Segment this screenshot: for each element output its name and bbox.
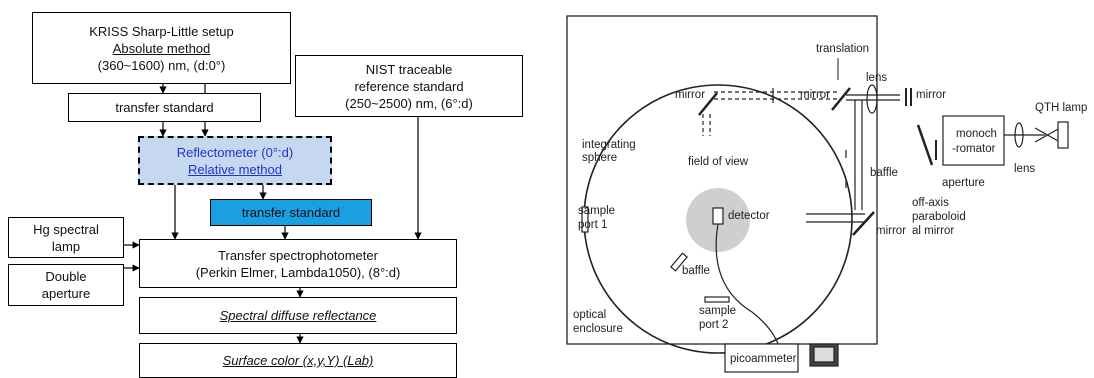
spectrophotometer-box: Transfer spectrophotometer (Perkin Elmer…	[139, 239, 457, 288]
label-integrating-1: integrating	[582, 139, 636, 151]
spectral-reflectance-box: Spectral diffuse reflectance	[139, 297, 457, 334]
kriss-method: Absolute method	[112, 40, 211, 56]
double-aperture-box: Double aperture	[8, 264, 124, 306]
kriss-range: (360~1600) nm, (d:0°)	[97, 57, 226, 73]
mirror-top-left-shape	[698, 92, 718, 116]
sample-port-2	[704, 296, 730, 303]
reflectometer-title: Reflectometer (0°:d)	[176, 144, 294, 160]
optical-schematic: translation mirror mirror lens mirror QT…	[566, 15, 1087, 373]
label-baffle-right: baffle	[870, 167, 898, 179]
transfer-standard-blue-box: transfer standard	[210, 199, 372, 226]
qth-lamp-beam-2	[1034, 127, 1061, 143]
sample-port-1	[581, 206, 589, 233]
transfer-standard-top-box: transfer standard	[68, 93, 261, 122]
spectrophotometer-model: (Perkin Elmer, Lambda1050), (8°:d)	[195, 264, 401, 280]
kriss-title: KRISS Sharp-Little setup	[89, 23, 234, 39]
lens-right-shape	[1014, 122, 1024, 148]
label-qth-lamp: QTH lamp	[1035, 102, 1087, 114]
detector-icon	[712, 207, 724, 225]
label-sample-port1-2: port 1	[578, 219, 607, 231]
flowchart-connectors	[124, 84, 422, 344]
kriss-setup-box: KRISS Sharp-Little setup Absolute method…	[32, 12, 291, 84]
nist-subtitle: reference standard	[354, 78, 464, 94]
label-mirror-lower: mirror	[876, 225, 906, 237]
label-aperture: aperture	[942, 177, 985, 189]
label-baffle-inner: baffle	[682, 265, 710, 277]
label-monochromator-1: monoch	[956, 128, 997, 140]
label-monochromator-2: -romator	[952, 143, 996, 155]
hg-lamp-line1: Hg spectral	[33, 221, 99, 237]
label-optical-1: optical	[573, 309, 606, 321]
label-off-axis-2: paraboloid	[912, 211, 966, 223]
label-mirror-top-mid: mirror	[800, 89, 830, 101]
label-sample-port1-1: sample	[578, 205, 615, 217]
mirror-top-mid-shape	[831, 87, 851, 111]
label-lens-right: lens	[1014, 163, 1035, 175]
surface-color-box: Surface color (x,y,Y) (Lab)	[139, 343, 457, 378]
double-aperture-line2: aperture	[41, 286, 91, 301]
monochromator-box	[942, 115, 1005, 166]
reflectometer-box: Reflectometer (0°:d) Relative method	[138, 136, 332, 185]
label-off-axis-3: al mirror	[912, 225, 954, 237]
transfer-standard-top-label: transfer standard	[115, 100, 214, 115]
detector-cable	[715, 223, 781, 351]
label-mirror-right: mirror	[916, 89, 946, 101]
label-off-axis-1: off-axis	[912, 197, 949, 209]
off-axis-mirror-shape	[916, 124, 934, 166]
optical-enclosure-frame	[566, 15, 878, 345]
qth-lamp-shape	[1057, 121, 1069, 149]
label-optical-2: enclosure	[573, 323, 623, 335]
nist-title: NIST traceable	[365, 61, 453, 77]
lens-top-shape	[866, 84, 878, 114]
hg-lamp-line2: lamp	[51, 238, 81, 254]
label-integrating-2: sphere	[582, 152, 617, 164]
label-detector: detector	[728, 210, 770, 222]
label-sample-port2-2: port 2	[699, 319, 728, 331]
transfer-standard-blue-label: transfer standard	[241, 205, 341, 220]
surface-color-label: Surface color (x,y,Y) (Lab)	[222, 353, 374, 368]
label-lens-top: lens	[866, 72, 887, 84]
label-field-of-view: field of view	[688, 156, 749, 168]
mirror-lower-shape	[852, 211, 875, 236]
spectrophotometer-title: Transfer spectrophotometer	[218, 247, 378, 263]
spectral-reflectance-label: Spectral diffuse reflectance	[219, 308, 377, 323]
computer-screen	[813, 346, 835, 363]
double-aperture-line1: Double	[45, 269, 87, 284]
label-mirror-top-left: mirror	[675, 89, 705, 101]
label-picoammeter: picoammeter	[730, 353, 797, 365]
inner-baffle	[670, 252, 688, 272]
nist-range: (250~2500) nm, (6°:d)	[345, 95, 473, 111]
hg-lamp-box: Hg spectral lamp	[8, 217, 124, 258]
reflectometer-method: Relative method	[188, 161, 282, 177]
nist-standard-box: NIST traceable reference standard (250~2…	[295, 55, 523, 117]
picoammeter-box	[724, 343, 799, 373]
label-translation: translation	[816, 43, 869, 55]
label-sample-port2-1: sample	[699, 305, 736, 317]
